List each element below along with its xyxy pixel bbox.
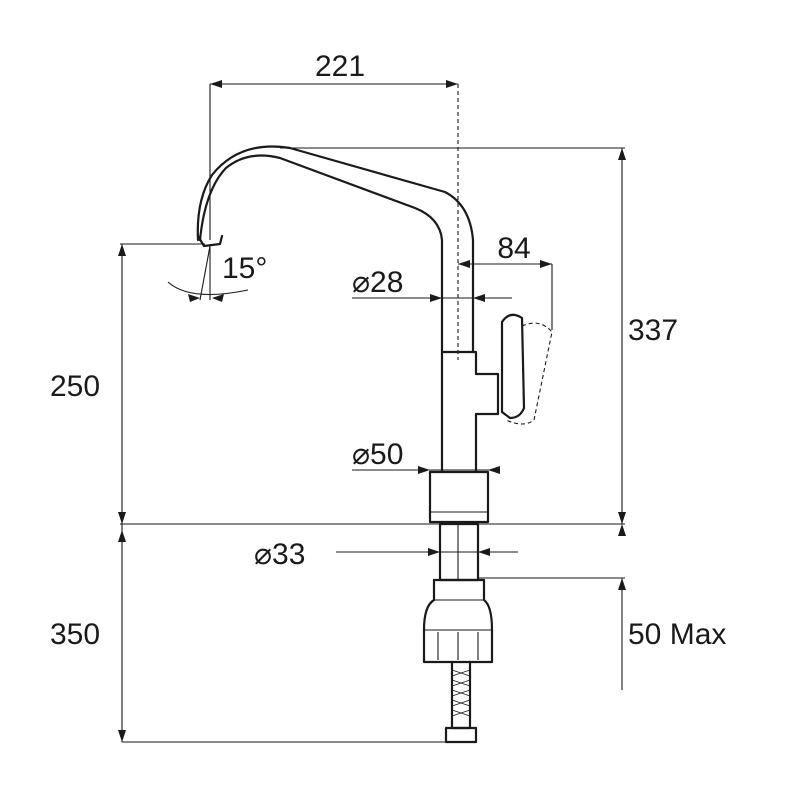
dimension-labels: 221 337 250 350 50 Max 84 15° ⌀28 ⌀50 ⌀3… (50, 50, 726, 651)
label-below-deck: 350 (50, 618, 100, 651)
base-collar (428, 470, 490, 524)
hose-braid (451, 669, 471, 717)
dimension-lines (118, 80, 626, 743)
label-total-height: 337 (628, 314, 678, 347)
mounting-nut (422, 578, 494, 664)
lever-handle (500, 313, 526, 420)
label-shank-diameter: ⌀33 (254, 538, 305, 571)
hose-fitting (444, 726, 478, 744)
label-handle-offset: 84 (497, 232, 530, 265)
main-body (440, 350, 500, 474)
label-spout-angle: 15° (222, 252, 267, 285)
label-spout-reach: 221 (315, 50, 365, 83)
spout-tube (196, 145, 475, 354)
lever-handle-open-position (505, 322, 553, 425)
label-base-diameter: ⌀50 (352, 438, 403, 471)
label-spout-height: 250 (50, 370, 100, 403)
aerator-tip (196, 234, 224, 248)
faucet-body (120, 84, 625, 744)
label-thickness: 50 Max (628, 618, 726, 651)
label-spout-diameter: ⌀28 (352, 266, 403, 299)
